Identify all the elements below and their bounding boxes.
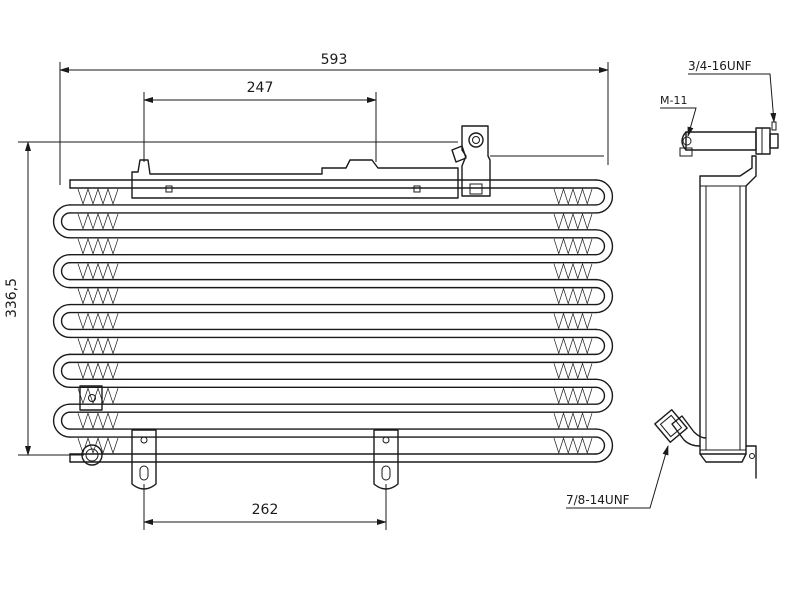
dimension-label-593: 593: [321, 52, 348, 68]
cooling-fin: [77, 187, 119, 206]
cooling-fin: [553, 387, 593, 405]
tube-bend-inner: [595, 187, 606, 206]
cooling-fin: [553, 362, 593, 380]
tube-bend-outer: [52, 353, 71, 388]
tube-bend-inner: [595, 386, 606, 405]
front-view: 593 247 262 336,5: [4, 52, 614, 530]
mount-foot-right: [373, 429, 399, 490]
cooling-fin: [553, 212, 593, 230]
tube-bend-outer: [52, 403, 71, 438]
top-bracket: [131, 159, 459, 199]
dimension-mount-span: 262: [143, 484, 387, 530]
bracket-rivet-left: [165, 185, 173, 193]
dimension-overall-width: 593: [59, 52, 609, 185]
thread-label-7-8-14unf: 7/8-14UNF: [566, 493, 630, 507]
cooling-fin: [553, 262, 593, 280]
cooling-fin: [553, 312, 593, 330]
tube-bend-inner: [595, 436, 606, 455]
side-view: 3/4-16UNF M-11 7/8-14UNF: [566, 59, 779, 509]
tube-bend-inner: [595, 336, 606, 356]
tube-bend-inner: [595, 237, 606, 256]
tube-bend-outer: [595, 179, 614, 214]
tube-bend-inner: [60, 411, 71, 430]
bracket-rivet-right: [413, 185, 421, 193]
cooling-fin: [77, 287, 119, 305]
dimension-height: 336,5: [4, 141, 458, 456]
tube-bend-outer: [595, 328, 614, 364]
fin-zones: [77, 187, 593, 455]
dimension-label-247: 247: [247, 80, 274, 96]
tube-bend-outer: [595, 428, 614, 463]
dimension-label-336-5: 336,5: [4, 278, 20, 318]
tube-bend-inner: [60, 262, 71, 281]
cooling-fin: [553, 436, 593, 455]
cooling-fin: [77, 412, 119, 430]
cooling-fin: [77, 387, 119, 405]
label-bottom-thread: 7/8-14UNF: [566, 445, 669, 509]
cooling-fin: [77, 436, 119, 455]
cooling-fin: [77, 312, 119, 330]
cooling-fin: [77, 362, 119, 380]
cooling-fin: [553, 412, 593, 430]
cooling-fin: [77, 212, 119, 230]
side-top-pipe: [679, 121, 779, 157]
tube-bend-outer: [595, 278, 614, 314]
cooling-fin: [553, 337, 593, 355]
cooling-fin: [553, 187, 593, 206]
label-side-bolt: M-11: [660, 94, 697, 137]
bolt-label-m-11: M-11: [660, 94, 687, 107]
inlet-fitting: [451, 125, 604, 197]
left-clip: [79, 385, 103, 411]
tube-bend-inner: [60, 212, 71, 231]
cooling-fin: [553, 287, 593, 305]
tube-bend-outer: [52, 204, 71, 239]
tube-bend-inner: [595, 286, 606, 306]
label-top-thread: 3/4-16UNF: [688, 59, 777, 123]
cooling-fin: [77, 262, 119, 280]
tube-bend-outer: [52, 254, 71, 289]
dimension-label-262: 262: [252, 502, 279, 518]
tube-bend-outer: [595, 378, 614, 413]
tube-bend-outer: [52, 303, 71, 339]
serpentine-tube: [52, 179, 614, 463]
cooling-fin: [77, 237, 119, 255]
side-bottom-fitting: [654, 409, 757, 479]
dimension-bracket-span: 247: [143, 80, 377, 162]
tube-bend-outer: [595, 229, 614, 264]
tube-bend-inner: [60, 311, 71, 331]
mount-foot-left: [131, 429, 157, 490]
cooling-fin: [553, 237, 593, 255]
tube-bend-inner: [60, 361, 71, 380]
cooling-fin: [77, 337, 119, 355]
thread-label-3-4-16unf: 3/4-16UNF: [688, 59, 752, 73]
